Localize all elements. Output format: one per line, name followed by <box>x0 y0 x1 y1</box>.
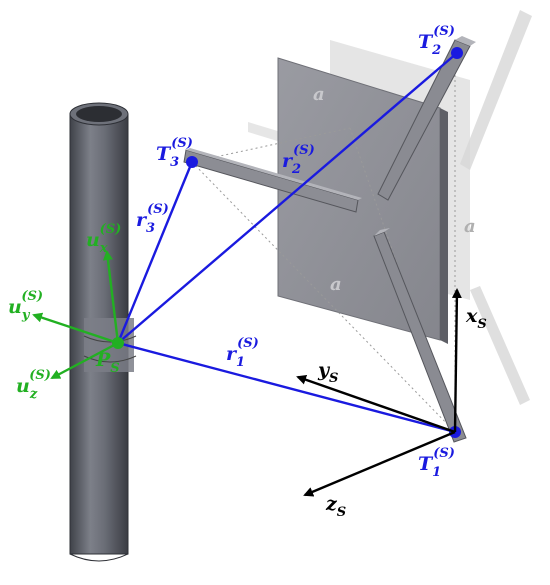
arm-t3 <box>183 148 362 213</box>
label-ys: yS <box>317 359 338 386</box>
sensor-unit-vectors <box>32 250 120 380</box>
label-t2: T2(S) <box>418 24 455 58</box>
arm-t2 <box>377 36 476 201</box>
label-ux: ux(S) <box>86 222 121 256</box>
label-r2: r2(S) <box>282 143 315 177</box>
vector-ux <box>102 250 120 344</box>
label-ps: PS <box>95 349 120 376</box>
vector-r1 <box>117 341 456 434</box>
axis-xs <box>451 288 462 433</box>
label-a-right: a <box>464 216 476 237</box>
point-t2 <box>451 47 463 59</box>
label-r3: r3(S) <box>136 202 169 236</box>
pole <box>69 102 137 562</box>
axis-zs <box>303 430 456 497</box>
label-t1: T1(S) <box>418 446 455 480</box>
arm-t1 <box>373 228 467 443</box>
label-xs: xS <box>465 305 487 332</box>
vector-uz <box>50 341 119 380</box>
antenna-panel-edge <box>440 108 448 344</box>
label-a-top: a <box>313 84 325 105</box>
vector-uy <box>32 312 119 345</box>
ghost-arm-upper <box>460 10 532 170</box>
label-t3: T3(S) <box>156 136 193 170</box>
label-uz: uz(S) <box>16 368 51 402</box>
label-a-bottom: a <box>330 274 342 295</box>
vector-r3 <box>116 161 194 344</box>
vector-r2 <box>117 52 458 344</box>
label-uy: uy(S) <box>8 289 43 323</box>
frame-axes <box>296 288 462 497</box>
position-vectors <box>116 52 458 434</box>
axis-ys <box>296 374 456 434</box>
label-r1: r1(S) <box>226 336 259 370</box>
label-zs: zS <box>325 493 346 520</box>
point-t3 <box>186 156 198 168</box>
ghost-arm-lower <box>470 286 530 405</box>
